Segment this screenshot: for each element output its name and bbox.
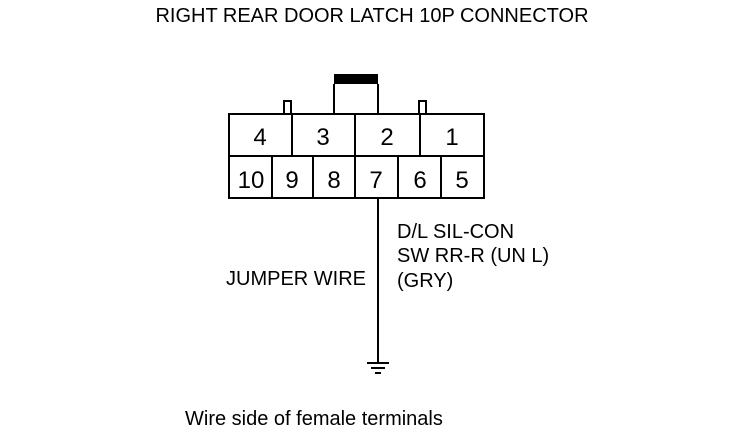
pin-label-9: 9 [285, 167, 298, 194]
pin-label-1: 1 [445, 124, 458, 151]
diagram-title: RIGHT REAR DOOR LATCH 10P CONNECTOR [155, 5, 588, 27]
connector-nub-right [418, 100, 427, 115]
pin-label-4: 4 [253, 124, 266, 151]
jumper-wire-label: JUMPER WIRE [226, 268, 366, 290]
wire-color-label: (GRY) [397, 270, 453, 292]
connector-nub-left [283, 100, 292, 115]
pin-label-2: 2 [380, 124, 393, 151]
connector-lock-tab [333, 74, 379, 114]
connector-body [228, 113, 485, 199]
pin-label-7: 7 [369, 167, 382, 194]
pin-label-10: 10 [238, 167, 265, 194]
pin-label-3: 3 [316, 124, 329, 151]
wire-signal-label-1: D/L SIL-CON [397, 221, 514, 243]
pin-label-5: 5 [455, 167, 468, 194]
wire-signal-label-2: SW RR-R (UN L) [397, 245, 549, 267]
pin-label-6: 6 [413, 167, 426, 194]
diagram-caption: Wire side of female terminals [185, 408, 443, 430]
ground-icon [367, 362, 389, 374]
pin-label-8: 8 [327, 167, 340, 194]
